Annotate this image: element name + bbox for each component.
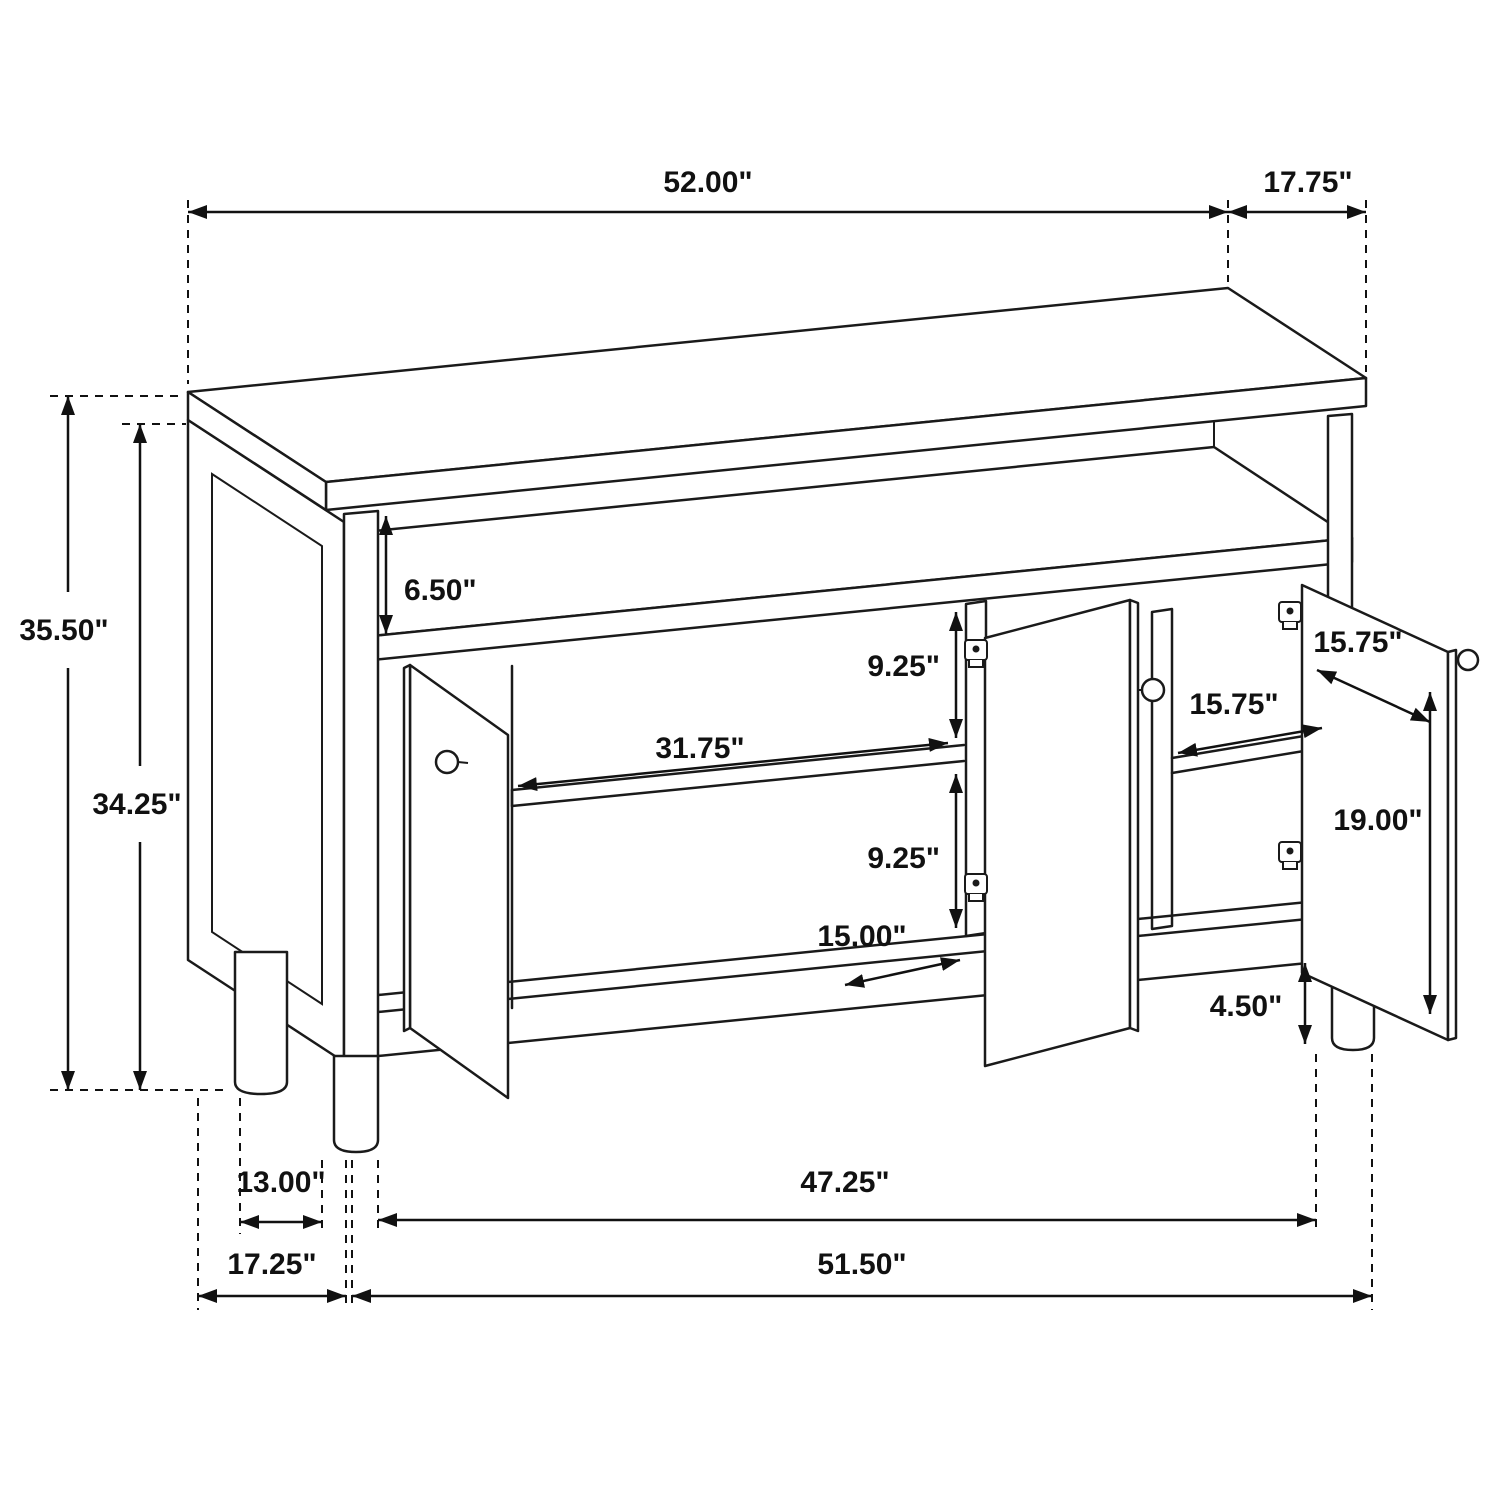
dim-body-height-label: 34.25": [92, 788, 181, 821]
dim-body-height: 34.25": [92, 423, 186, 1090]
middle-door-knob: [1140, 677, 1166, 703]
dim-left-interior-width-label: 31.75": [655, 732, 744, 765]
dim-overall-height: 35.50": [19, 395, 230, 1091]
dim-overall-height-label: 35.50": [19, 614, 108, 647]
right-divider: [1150, 607, 1174, 931]
back-left-leg: [233, 950, 289, 1096]
dim-leg-height: 4.50": [1210, 963, 1312, 1044]
dim-leg-spacing: 13.00": [236, 1098, 326, 1234]
dim-bottom-shelf-label: 15.00": [817, 920, 906, 953]
right-door-knob: [1456, 648, 1480, 672]
middle-door: [983, 598, 1166, 1068]
dim-left-interior-width: 31.75": [517, 732, 949, 792]
side-inset-panel: [211, 472, 323, 1006]
dim-door-width-label: 15.75": [1313, 626, 1402, 659]
interior-shelves: [376, 599, 1330, 1058]
bottom-edge: [376, 959, 1330, 1058]
dim-top-depth-label: 17.75": [1263, 166, 1352, 199]
bottom-shelf: [376, 898, 1330, 997]
dim-base-width-label: 51.50": [817, 1248, 906, 1281]
dim-leg-spacing-label: 13.00": [236, 1166, 325, 1199]
dim-lower-compartment-label: 9.25": [867, 842, 940, 875]
dim-door-width: 15.75": [1313, 626, 1431, 724]
dim-media-gap: 6.50": [379, 516, 477, 634]
front-left-post: [342, 509, 380, 1065]
dim-media-gap-label: 6.50": [404, 574, 477, 607]
dim-right-interior-width-label: 15.75": [1189, 688, 1278, 721]
dim-door-height: 19.00": [1333, 692, 1437, 1014]
dim-leg-height-label: 4.50": [1210, 990, 1283, 1023]
hinge-icon: [964, 639, 988, 668]
dim-bottom-shelf: 15.00": [817, 920, 961, 988]
dim-base-width: 51.50": [351, 1054, 1373, 1310]
front-left-leg: [332, 1054, 380, 1154]
hinge-icon: [964, 873, 988, 902]
dim-upper-compartment-label: 9.25": [867, 650, 940, 683]
dim-base-depth: 17.25": [197, 1098, 347, 1310]
dim-lower-compartment: 9.25": [867, 774, 963, 928]
dim-interior-base-width: 47.25": [377, 1054, 1317, 1232]
left-door-knob: [434, 749, 460, 775]
hinge-icon: [1278, 601, 1302, 630]
dim-base-depth-label: 17.25": [227, 1248, 316, 1281]
dim-top-width: 52.00": [187, 166, 1229, 384]
left-door: [402, 663, 510, 1100]
top-panel: [186, 286, 1368, 512]
dim-top-depth: 17.75": [1228, 166, 1367, 372]
dim-interior-base-width-label: 47.25": [800, 1166, 889, 1199]
hinge-icon: [1278, 841, 1302, 870]
dim-right-interior-width: 15.75": [1177, 688, 1323, 757]
dim-door-height-label: 19.00": [1333, 804, 1422, 837]
dim-upper-compartment: 9.25": [867, 612, 963, 738]
dim-top-width-label: 52.00": [663, 166, 752, 199]
